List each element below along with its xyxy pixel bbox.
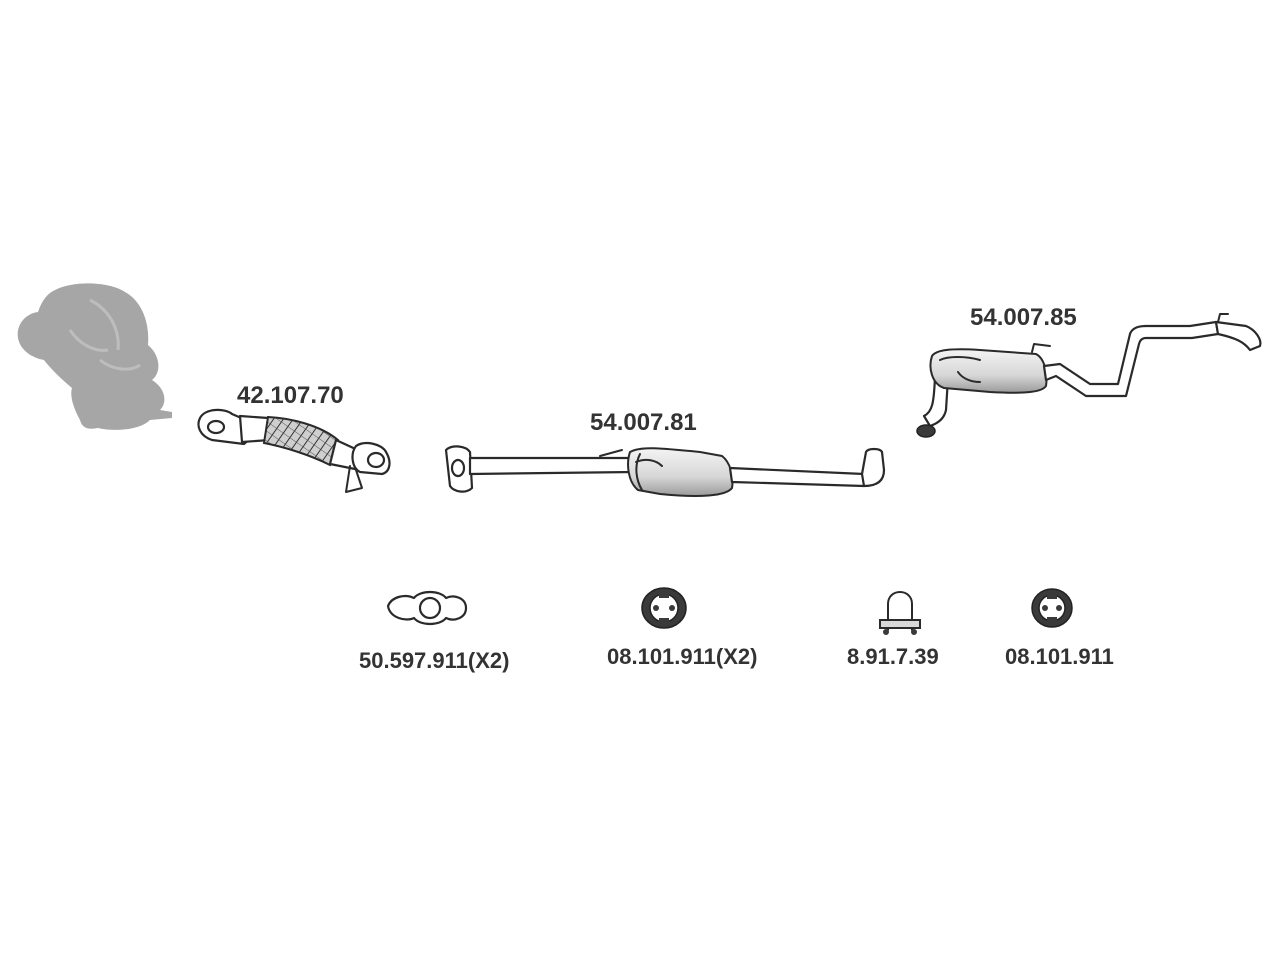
center-silencer-body xyxy=(627,447,734,497)
flex-section xyxy=(262,415,340,467)
accessory-label-mount-x2: 08.101.911(X2) xyxy=(607,644,757,669)
rear-silencer-body xyxy=(929,348,1048,394)
pipe-bracket xyxy=(345,465,363,493)
rear-inlet-opening xyxy=(916,424,936,438)
center-silencer-54-007-81[interactable] xyxy=(444,445,886,497)
engine-silhouette-icon xyxy=(17,283,172,430)
rear-silencer-54-007-85[interactable] xyxy=(916,313,1262,438)
rubber-mount-icon[interactable] xyxy=(641,587,687,629)
rear-hanger xyxy=(1031,343,1051,353)
part-label-front-pipe: 42.107.70 xyxy=(237,382,344,409)
u-clamp-icon[interactable] xyxy=(879,591,921,635)
accessory-label-gasket: 50.597.911(X2) xyxy=(359,648,509,673)
rear-tail-pipe xyxy=(1042,320,1220,398)
inlet-flange-hole xyxy=(206,419,226,435)
accessory-label-mount: 08.101.911 xyxy=(1005,644,1114,669)
part-label-rear-silencer: 54.007.85 xyxy=(970,304,1077,331)
part-label-center-silencer: 54.007.81 xyxy=(590,409,697,436)
accessory-label-clamp: 8.91.7.39 xyxy=(847,644,939,669)
front-pipe-42-107-70[interactable] xyxy=(197,408,391,493)
gasket-icon[interactable] xyxy=(386,590,468,626)
rubber-mount-icon[interactable] xyxy=(1031,588,1073,628)
